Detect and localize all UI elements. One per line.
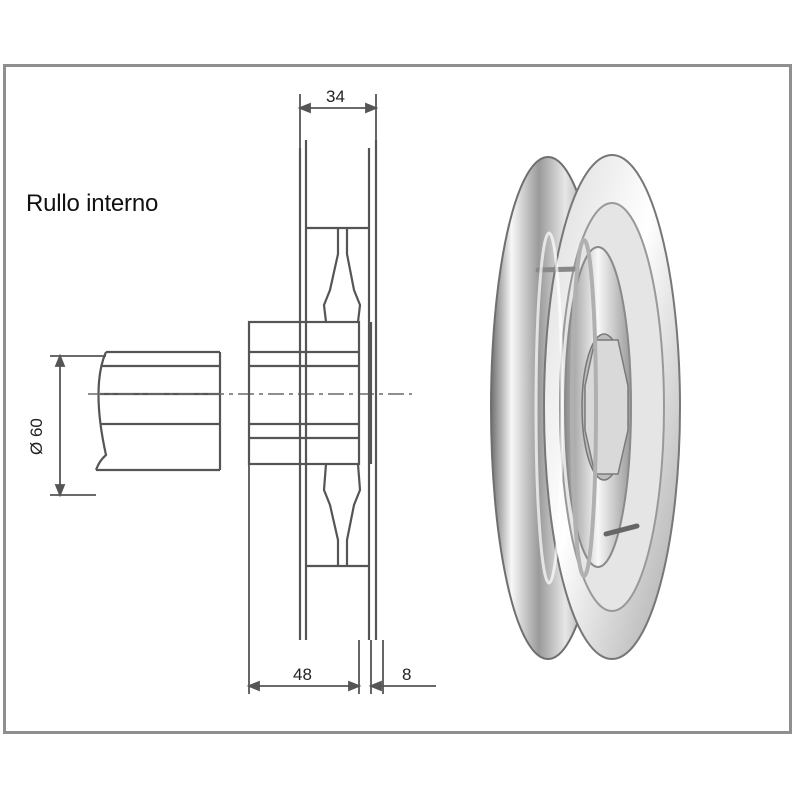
pulley-photo xyxy=(490,154,681,660)
pulley-profile xyxy=(247,140,378,640)
dimension-bottom-label: 48 xyxy=(293,665,312,684)
dimension-top-label: 34 xyxy=(326,87,345,106)
dimension-offset-label: 8 xyxy=(402,665,411,684)
dimension-lines xyxy=(50,94,436,694)
diameter-label: Ø 60 xyxy=(27,418,46,455)
diagram-title: Rullo interno xyxy=(26,190,159,217)
left-tube-section xyxy=(94,350,222,472)
